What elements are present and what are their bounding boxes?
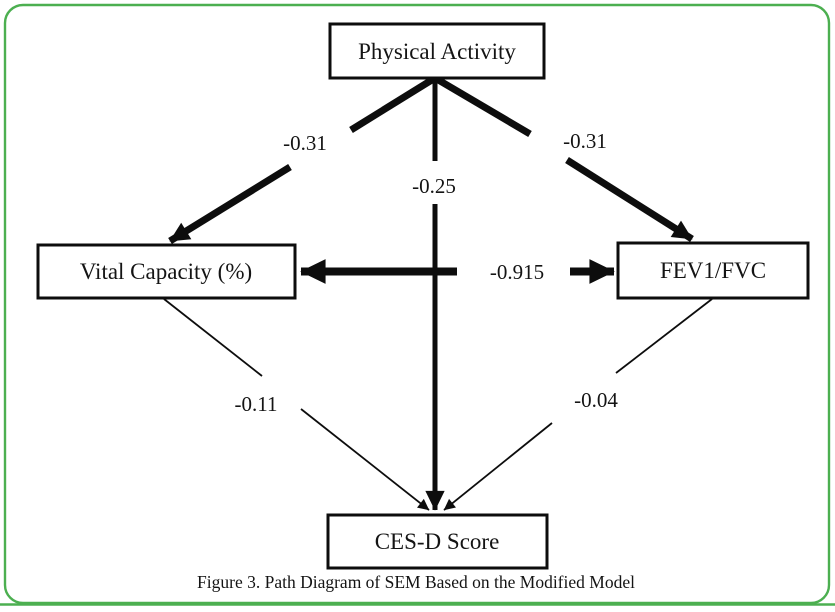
node-vital-capacity: Vital Capacity (%)	[36, 243, 297, 300]
edge-pa-to-fev1fvc: -0.31	[433, 74, 694, 242]
edge-label-pa-vc: -0.31	[283, 131, 327, 155]
edge-pa-to-vital-capacity: -0.31	[168, 75, 437, 244]
edge-label-pa-fev: -0.31	[563, 129, 607, 153]
green-rounded-border	[3, 3, 831, 605]
edge-label-pa-cesd: -0.25	[412, 174, 456, 198]
node-physical-activity: Physical Activity	[328, 22, 546, 80]
node-label-cesd-score: CES-D Score	[375, 529, 500, 554]
node-cesd-score: CES-D Score	[326, 513, 549, 570]
node-label-vital-capacity: Vital Capacity (%)	[80, 259, 252, 284]
edge-label-fev-cesd: -0.04	[574, 388, 618, 412]
node-label-fev1-fvc: FEV1/FVC	[660, 258, 766, 283]
edge-fev1fvc-to-cesd: -0.04	[443, 298, 713, 511]
figure-caption: Figure 3. Path Diagram of SEM Based on t…	[197, 572, 635, 592]
edge-vitalcapacity-to-cesd: -0.11	[163, 298, 430, 511]
edge-vitalcapacity-fev1fvc-correlation: -0.915	[300, 259, 615, 284]
edge-label-vc-cesd: -0.11	[235, 392, 278, 416]
node-fev1-fvc: FEV1/FVC	[616, 241, 810, 300]
edge-pa-to-cesd: -0.25	[412, 78, 456, 511]
edge-label-vc-fev: -0.915	[490, 260, 544, 284]
node-label-physical-activity: Physical Activity	[358, 39, 516, 64]
